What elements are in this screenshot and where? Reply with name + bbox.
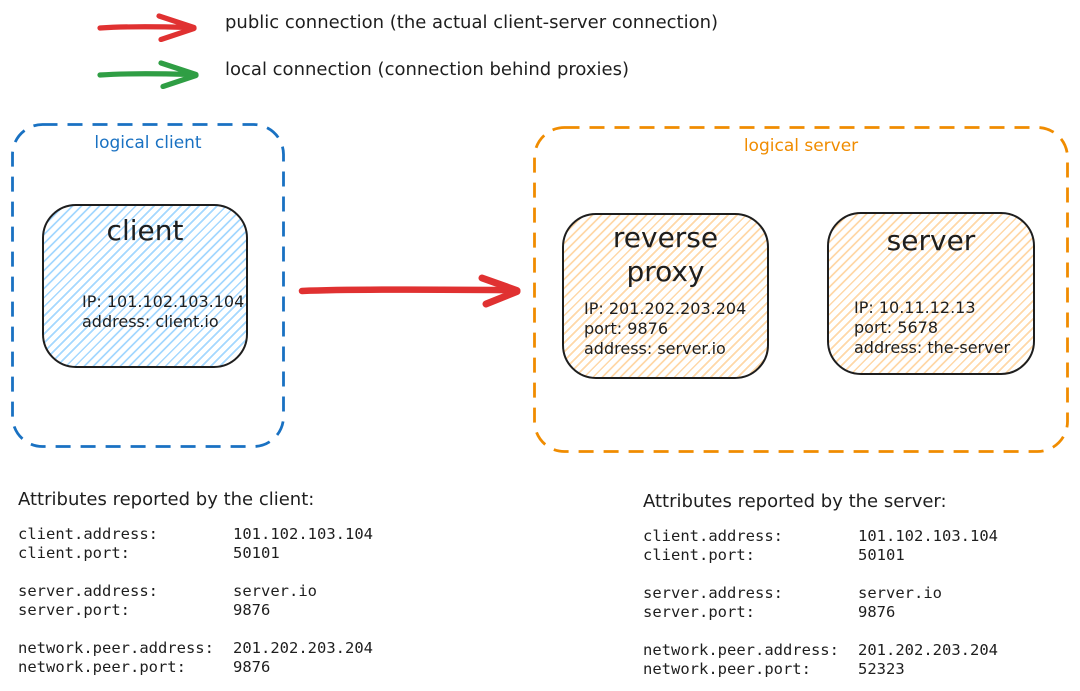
- logical-server-dashed-border: [533, 126, 1069, 453]
- attribute-row: network.peer.port: 52323: [643, 660, 998, 679]
- logical-client-group: logical client: [11, 123, 285, 448]
- server-node-detail-line: address: the-server: [854, 338, 1011, 357]
- attribute-row: server.address: server.io: [643, 584, 998, 603]
- attribute-value: 101.102.103.104: [858, 527, 998, 545]
- attribute-row: client.port: 50101: [18, 544, 373, 563]
- server-node-detail-line: port: 5678: [854, 318, 938, 337]
- attribute-key: server.port:: [18, 601, 130, 619]
- attribute-row: network.peer.port: 9876: [18, 658, 373, 677]
- logical-client-dashed-border: [11, 123, 285, 448]
- attribute-value: 9876: [233, 658, 271, 676]
- client-node-title: client: [106, 214, 184, 247]
- attribute-group-network-peer: network.peer.address: 201.202.203.204 ne…: [18, 639, 373, 677]
- attribute-group-client-endpoint: client.address: 101.102.103.104 client.p…: [643, 527, 998, 565]
- client-node-detail-line: IP: 101.102.103.104: [82, 292, 245, 311]
- server-node-detail-line: IP: 10.11.12.13: [854, 298, 976, 317]
- reverse-proxy-node-detail-line: address: server.io: [584, 339, 726, 358]
- public-connection-legend-label: public connection (the actual client-ser…: [225, 12, 719, 33]
- attribute-row: client.address: 101.102.103.104: [643, 527, 998, 546]
- attribute-row: client.address: 101.102.103.104: [18, 525, 373, 544]
- attribute-key: client.address:: [643, 527, 783, 545]
- attribute-value: 50101: [233, 544, 280, 562]
- attribute-value: 101.102.103.104: [233, 525, 373, 543]
- attribute-group-client-endpoint: client.address: 101.102.103.104 client.p…: [18, 525, 373, 563]
- attributes-client-section: Attributes reported by the client: clien…: [18, 487, 373, 691]
- client-node-details: IP: 101.102.103.104 address: client.io: [82, 292, 244, 332]
- local-connection-arrow-icon: [97, 60, 199, 89]
- reverse-proxy-node-detail-line: port: 9876: [584, 319, 668, 338]
- attributes-server-heading: Attributes reported by the server:: [643, 491, 947, 512]
- public-connection-arrow: [298, 274, 521, 308]
- attribute-key: server.address:: [18, 582, 158, 600]
- reverse-proxy-node-title: reverse proxy: [612, 221, 719, 288]
- attribute-key: server.port:: [643, 603, 755, 621]
- attribute-key: network.peer.port:: [643, 660, 811, 678]
- attribute-key: client.address:: [18, 525, 158, 543]
- logical-client-label: logical client: [94, 133, 202, 153]
- attributes-server-section: Attributes reported by the server: clien…: [643, 489, 998, 691]
- server-node-title: server: [886, 224, 976, 257]
- server-node-details: IP: 10.11.12.13 port: 5678 address: the-…: [854, 298, 1010, 358]
- attribute-row: server.port: 9876: [643, 603, 998, 622]
- reverse-proxy-node-details: IP: 201.202.203.204 port: 9876 address: …: [584, 299, 746, 359]
- attribute-value: 50101: [858, 546, 905, 564]
- attribute-row: server.port: 9876: [18, 601, 373, 620]
- logical-server-group: logical server: [533, 126, 1069, 453]
- attribute-value: 201.202.203.204: [233, 639, 373, 657]
- logical-server-label: logical server: [743, 136, 859, 156]
- attribute-key: network.peer.address:: [643, 641, 839, 659]
- reverse-proxy-node-detail-line: IP: 201.202.203.204: [584, 299, 747, 318]
- attribute-value: server.io: [233, 582, 317, 600]
- attribute-value: 201.202.203.204: [858, 641, 998, 659]
- attribute-key: client.port:: [643, 546, 755, 564]
- attribute-group-server-endpoint: server.address: server.io server.port: 9…: [643, 584, 998, 622]
- attributes-client-list: client.address: 101.102.103.104 client.p…: [18, 525, 373, 677]
- attribute-value: server.io: [858, 584, 942, 602]
- attributes-client-heading: Attributes reported by the client:: [18, 489, 315, 510]
- attribute-row: client.port: 50101: [643, 546, 998, 565]
- attribute-row: network.peer.address: 201.202.203.204: [643, 641, 998, 660]
- attribute-value: 52323: [858, 660, 905, 678]
- server-node: server IP: 10.11.12.13 port: 5678 addres…: [827, 212, 1035, 375]
- attribute-row: server.address: server.io: [18, 582, 373, 601]
- attribute-key: client.port:: [18, 544, 130, 562]
- attribute-key: network.peer.port:: [18, 658, 186, 676]
- client-node-detail-line: address: client.io: [82, 312, 219, 331]
- attribute-value: 9876: [858, 603, 896, 621]
- client-node: client IP: 101.102.103.104 address: clie…: [42, 204, 248, 368]
- attributes-server-list: client.address: 101.102.103.104 client.p…: [643, 527, 998, 679]
- attribute-group-network-peer: network.peer.address: 201.202.203.204 ne…: [643, 641, 998, 679]
- attribute-row: network.peer.address: 201.202.203.204: [18, 639, 373, 658]
- attribute-value: 9876: [233, 601, 271, 619]
- public-connection-arrow-icon: [97, 13, 197, 42]
- reverse-proxy-node: reverse proxy IP: 201.202.203.204 port: …: [562, 213, 769, 379]
- attribute-key: network.peer.address:: [18, 639, 214, 657]
- attribute-group-server-endpoint: server.address: server.io server.port: 9…: [18, 582, 373, 620]
- local-connection-legend-label: local connection (connection behind prox…: [225, 59, 629, 80]
- attribute-key: server.address:: [643, 584, 783, 602]
